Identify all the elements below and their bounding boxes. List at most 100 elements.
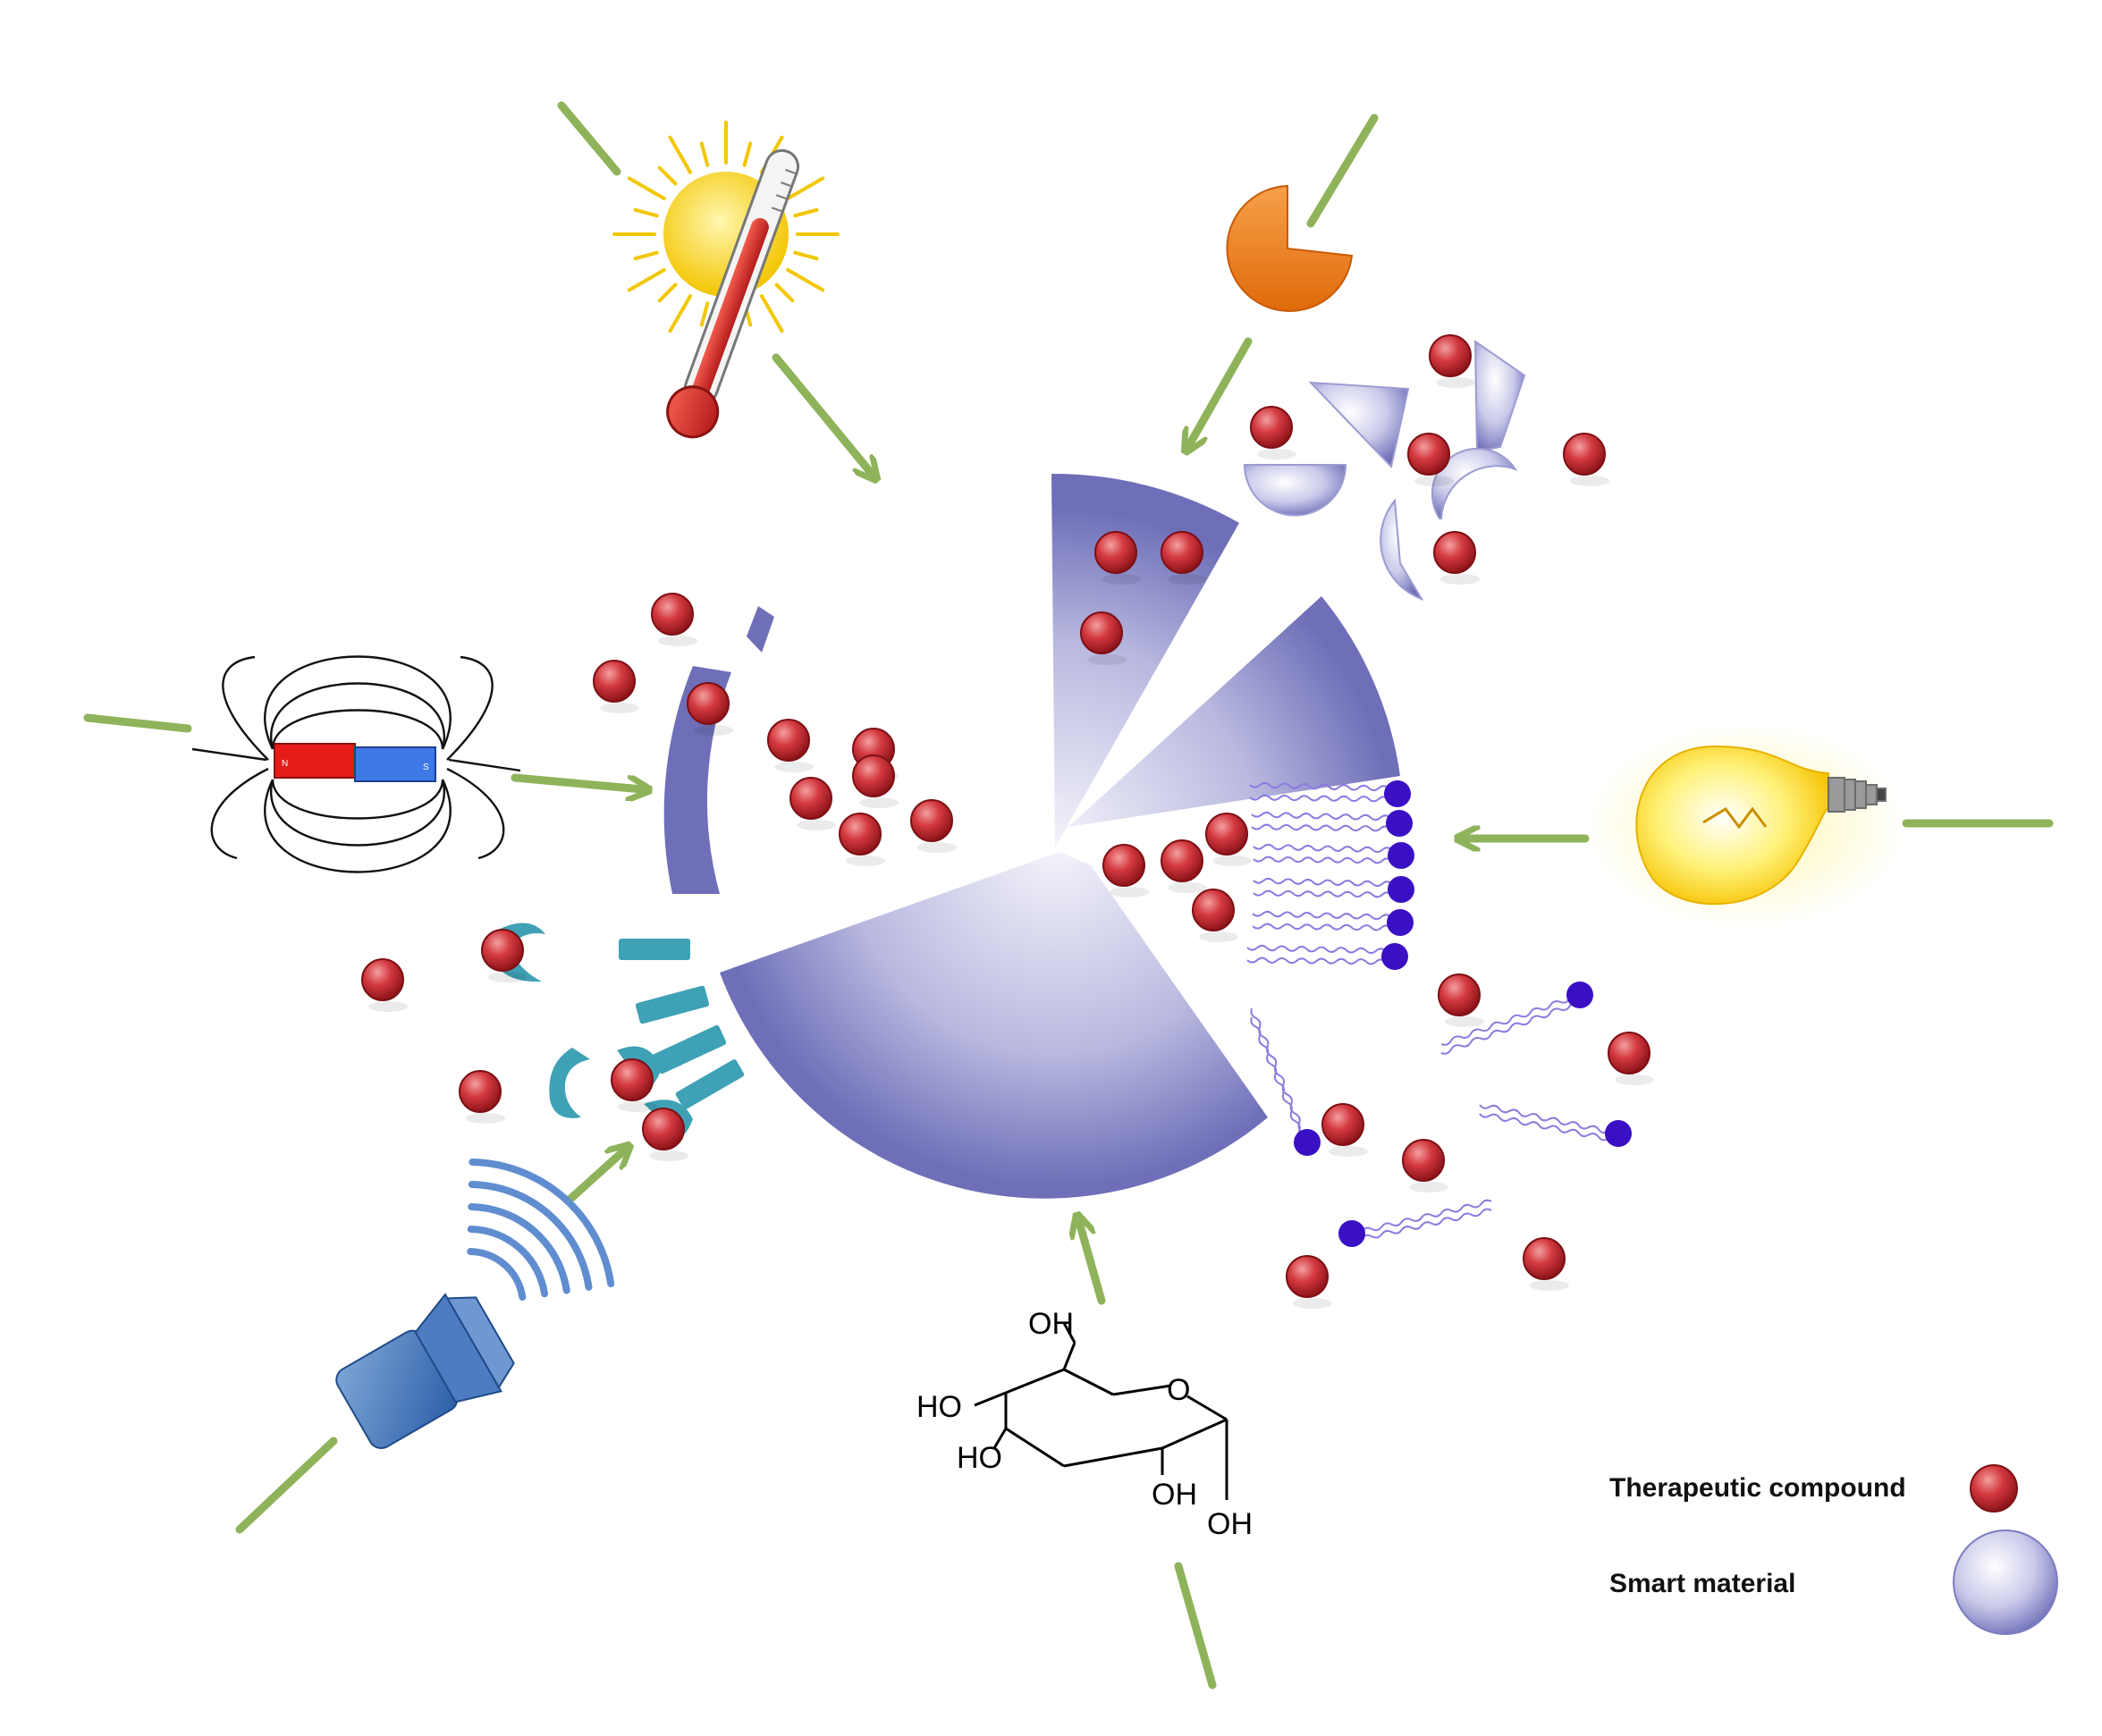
drug-particle (459, 1070, 502, 1113)
glucose-line (1174, 1562, 1217, 1690)
drug-shadow (368, 1001, 408, 1012)
sun-ray (786, 268, 825, 292)
fragment-half-sphere (1243, 464, 1347, 517)
sun-thermometer-icon (612, 121, 840, 439)
legend-material-swatch (1953, 1530, 2058, 1635)
amphiphile-tail (1479, 1104, 1619, 1134)
micelle-head (1386, 810, 1413, 837)
receptor-bar-4 (675, 1059, 745, 1109)
sun-ray (668, 294, 692, 333)
fragment-shard-4 (1380, 498, 1424, 601)
enzyme-pacman-icon (1226, 184, 1354, 312)
sun-ray (657, 165, 678, 186)
legend-smart-material-label: Smart material (1609, 1569, 1796, 1598)
drug-particle (1102, 844, 1145, 887)
temperature-arrow (772, 353, 872, 474)
micelle-head (1381, 943, 1408, 970)
drug-shadow (1087, 654, 1127, 665)
magnet-south-label: S (423, 763, 429, 772)
drug-particle (481, 929, 524, 972)
ultrasound-line (235, 1437, 338, 1534)
sun-ray (699, 301, 710, 327)
legend-drug-swatch (1970, 1464, 2018, 1513)
micelle-head (1384, 780, 1411, 807)
micelle-tail (1249, 781, 1389, 792)
drug-particle (361, 958, 404, 1001)
amphiphile-tail (1351, 1208, 1492, 1243)
drug-shadow (1409, 1182, 1448, 1192)
drug-shadow (1329, 1146, 1368, 1157)
micelle-tail (1251, 823, 1391, 832)
ultrasound-wave (468, 1203, 570, 1294)
ultrasound-arrow (565, 1150, 624, 1204)
amphiphile-head (1294, 1129, 1321, 1156)
drug-particle (1429, 334, 1472, 377)
amphiphile-tail (1351, 1199, 1492, 1236)
drug-particle (1192, 889, 1235, 931)
drug-shadow (1615, 1074, 1654, 1085)
material-wedge-upper-right (1068, 596, 1400, 827)
magnetic-arrow (511, 773, 642, 789)
drug-shadow (774, 762, 814, 772)
amphiphile-head (1566, 982, 1593, 1008)
drug-particle (1250, 406, 1293, 449)
glucose-molecule-icon: OH O HO HO OH OH (916, 1307, 1253, 1541)
glucose-oh-top: OH (1028, 1307, 1074, 1341)
receptor-bar-2 (635, 985, 710, 1024)
ultrasound-wave (469, 1159, 615, 1288)
stimulus-arrows (83, 101, 2054, 1690)
sun-ray (774, 282, 795, 303)
drug-particle (1161, 531, 1203, 574)
drug-shadow (694, 725, 733, 736)
drug-shadow (797, 820, 836, 830)
glucose-oh-right: OH (1207, 1507, 1253, 1541)
enzyme-arrow (1189, 337, 1253, 445)
sun-ray (699, 141, 710, 167)
drug-particle (1523, 1237, 1566, 1280)
drug-shadow (1445, 1016, 1484, 1027)
glucose-arrow (1079, 1222, 1106, 1305)
sun-ray (786, 176, 825, 200)
drug-particle (1286, 1255, 1329, 1298)
sun-ray (657, 282, 678, 303)
drug-particle (839, 813, 882, 855)
drug-particle (687, 682, 730, 725)
drug-shadow (618, 1101, 657, 1112)
bulb-glass (1635, 745, 1829, 906)
light-bulb-icon (1585, 722, 1907, 930)
sun-ray (742, 141, 753, 167)
drug-shadow (1168, 882, 1207, 893)
fragment-shard-3 (1431, 447, 1518, 519)
fragment-shard-1 (1308, 381, 1410, 469)
glucose-ho-left: HO (916, 1390, 962, 1424)
drug-shadow (1530, 1280, 1569, 1291)
thermometer (666, 148, 800, 439)
drug-shadow (1293, 1298, 1332, 1309)
drug-shadow (1414, 476, 1454, 486)
drug-particle (1433, 531, 1476, 574)
ultrasound-wave (467, 1248, 527, 1302)
sun-ray (627, 268, 666, 292)
drug-particle (593, 660, 636, 703)
micelle-tail (1253, 877, 1393, 888)
bar-magnet-field-icon: N S (191, 655, 521, 873)
drug-particle (1608, 1032, 1650, 1074)
drug-shadow (917, 842, 957, 853)
amphiphile-tail (1479, 1113, 1619, 1142)
bulb-base (1828, 777, 1887, 813)
drug-shadow (1110, 887, 1149, 897)
micelle-tail (1253, 855, 1393, 864)
micelle-tail (1252, 923, 1392, 931)
drug-shadow (1436, 377, 1475, 388)
fragment-shard-2 (1473, 340, 1526, 453)
drug-particle (1321, 1103, 1364, 1146)
smart-material-core (663, 473, 1400, 1199)
micelle-head (1388, 876, 1414, 903)
glucose-o-ring: O (1167, 1373, 1190, 1407)
drug-particle (1094, 531, 1137, 574)
drug-shadow (1257, 449, 1296, 459)
drug-particle (1438, 973, 1481, 1016)
micelle-tail (1246, 944, 1387, 955)
drug-particle (852, 754, 895, 797)
micelle-assembly (1246, 780, 1632, 1247)
